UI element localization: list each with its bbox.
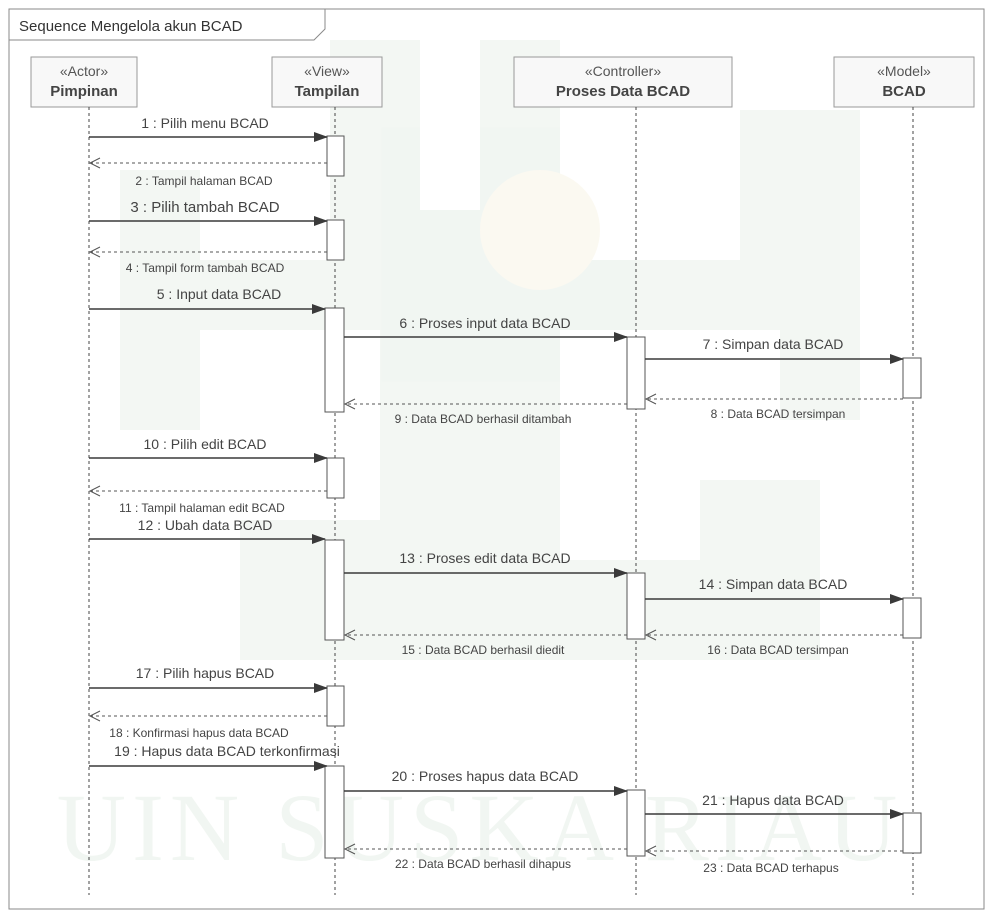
messages: 1 : Pilih menu BCAD 2 : Tampil halaman BC… [88, 115, 904, 875]
message-1: 1 : Pilih menu BCAD [89, 115, 328, 142]
message-17: 17 : Pilih hapus BCAD [89, 665, 328, 693]
activation-bar [626, 572, 646, 640]
message-label: 14 : Simpan data BCAD [699, 576, 848, 592]
open-arrowhead [343, 398, 356, 410]
watermark-text: UIN SUSKA RIAU [57, 774, 904, 881]
message-4: 4 : Tampil form tambah BCAD [88, 246, 327, 275]
message-label: 12 : Ubah data BCAD [138, 517, 273, 533]
message-label: 19 : Hapus data BCAD terkonfirmasi [114, 743, 340, 759]
open-arrowhead [88, 246, 101, 258]
message-label: 4 : Tampil form tambah BCAD [126, 261, 285, 275]
message-label: 15 : Data BCAD berhasil diedit [402, 643, 565, 657]
message-label: 22 : Data BCAD berhasil dihapus [395, 857, 571, 871]
open-arrowhead [644, 629, 657, 641]
lifeline-name: Pimpinan [50, 83, 118, 100]
message-label: 1 : Pilih menu BCAD [141, 115, 269, 131]
message-label: 13 : Proses edit data BCAD [399, 550, 570, 566]
open-arrowhead [644, 393, 657, 405]
lifeline-pimpinan: «Actor» Pimpinan [30, 56, 138, 108]
message-label: 20 : Proses hapus data BCAD [392, 768, 579, 784]
message-label: 6 : Proses input data BCAD [399, 315, 570, 331]
message-label: 21 : Hapus data BCAD [702, 792, 844, 808]
message-label: 8 : Data BCAD tersimpan [711, 407, 846, 421]
open-arrowhead [343, 629, 356, 641]
message-13: 13 : Proses edit data BCAD [344, 550, 628, 578]
activation-bar [324, 307, 345, 413]
message-label: 23 : Data BCAD terhapus [703, 861, 838, 875]
activation-bar [902, 597, 922, 639]
message-19: 19 : Hapus data BCAD terkonfirmasi [89, 743, 340, 771]
activation-bar [326, 457, 345, 499]
activation-bar [324, 539, 345, 641]
message-label: 9 : Data BCAD berhasil ditambah [395, 412, 572, 426]
message-label: 5 : Input data BCAD [157, 286, 282, 302]
open-arrowhead [88, 710, 101, 722]
lifeline-name: Proses Data BCAD [556, 83, 690, 100]
message-label: 10 : Pilih edit BCAD [144, 436, 267, 452]
activation-bar [626, 789, 646, 857]
message-18: 18 : Konfirmasi hapus data BCAD [88, 710, 327, 740]
message-10: 10 : Pilih edit BCAD [89, 436, 328, 463]
message-22: 22 : Data BCAD berhasil dihapus [343, 843, 627, 871]
message-5: 5 : Input data BCAD [89, 286, 326, 314]
open-arrowhead [88, 485, 101, 497]
lifeline-stereotype: «Actor» [60, 63, 108, 79]
frame-title: Sequence Mengelola akun BCAD [19, 18, 243, 35]
activation-bar [326, 685, 345, 727]
message-label: 17 : Pilih hapus BCAD [136, 665, 275, 681]
lifeline-name: BCAD [882, 83, 925, 100]
message-8: 8 : Data BCAD tersimpan [644, 393, 903, 421]
message-15: 15 : Data BCAD berhasil diedit [343, 629, 627, 657]
message-20: 20 : Proses hapus data BCAD [344, 768, 628, 796]
open-arrowhead [644, 845, 657, 857]
message-label: 11 : Tampil halaman edit BCAD [119, 501, 285, 515]
activation-bar [626, 336, 646, 410]
open-arrowhead [88, 157, 101, 169]
message-3: 3 : Pilih tambah BCAD [89, 199, 328, 226]
lifeline-stereotype: «View» [304, 63, 350, 79]
message-11: 11 : Tampil halaman edit BCAD [88, 485, 327, 515]
message-label: 7 : Simpan data BCAD [703, 336, 844, 352]
activation-bar [902, 357, 922, 399]
message-2: 2 : Tampil halaman BCAD [88, 157, 327, 188]
message-label: 18 : Konfirmasi hapus data BCAD [109, 726, 289, 740]
activation-bar [326, 135, 345, 177]
activation-bar [902, 812, 922, 854]
activation-bar [324, 765, 345, 859]
message-6: 6 : Proses input data BCAD [344, 315, 628, 342]
lifeline-stereotype: «Model» [877, 63, 931, 79]
message-7: 7 : Simpan data BCAD [645, 336, 904, 364]
message-label: 16 : Data BCAD tersimpan [707, 643, 848, 657]
message-16: 16 : Data BCAD tersimpan [644, 629, 903, 657]
watermark: UIN SUSKA RIAU [57, 40, 904, 881]
message-23: 23 : Data BCAD terhapus [644, 845, 903, 875]
lifeline-stereotype: «Controller» [585, 63, 661, 79]
message-12: 12 : Ubah data BCAD [89, 517, 326, 544]
message-21: 21 : Hapus data BCAD [645, 792, 904, 819]
lifeline-tampilan: «View» Tampilan [271, 56, 383, 108]
frame-tab [9, 8, 326, 41]
frame-border [8, 8, 985, 910]
lifeline-proses-data-bcad: «Controller» Proses Data BCAD [513, 56, 733, 108]
lifeline-bcad: «Model» BCAD [833, 56, 975, 108]
message-14: 14 : Simpan data BCAD [645, 576, 904, 604]
activations [324, 135, 922, 859]
lifeline-lines [88, 107, 914, 895]
lifeline-name: Tampilan [295, 83, 360, 100]
message-9: 9 : Data BCAD berhasil ditambah [343, 398, 627, 426]
message-label: 3 : Pilih tambah BCAD [130, 199, 279, 216]
open-arrowhead [343, 843, 356, 855]
message-label: 2 : Tampil halaman BCAD [135, 174, 273, 188]
activation-bar [326, 219, 345, 261]
